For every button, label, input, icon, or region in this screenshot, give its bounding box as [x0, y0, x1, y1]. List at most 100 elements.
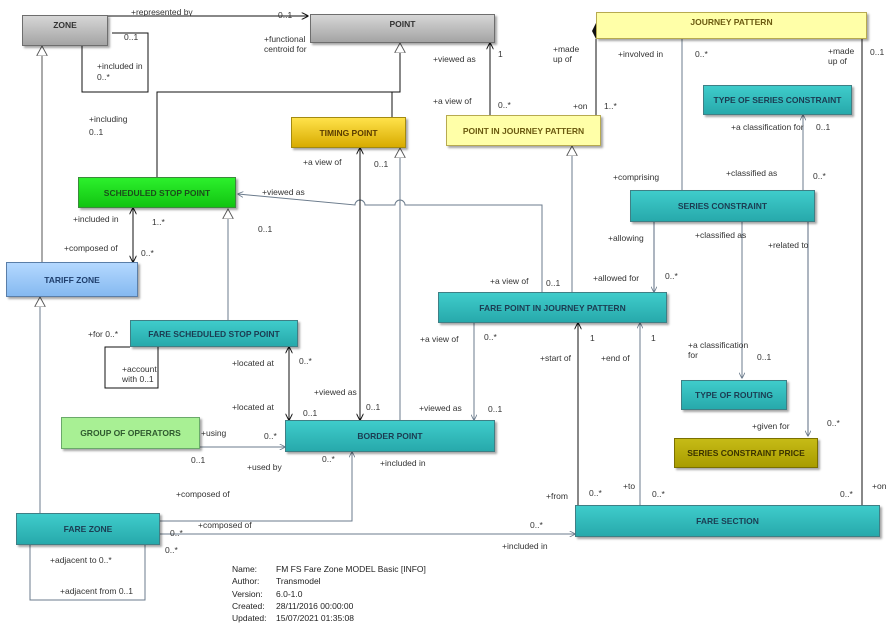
info-row: Author:Transmodel — [232, 575, 426, 587]
label-mult: 0..1 — [870, 47, 885, 57]
label-mult: 0..1 — [366, 402, 381, 412]
label-allowing: +allowing — [608, 233, 644, 243]
label-mult: 1..* — [604, 101, 617, 111]
label-end-of: +end of — [601, 353, 630, 363]
point-box[interactable]: POINT — [310, 14, 495, 43]
label-account-with: +account with 0..1 — [122, 364, 157, 384]
label-mult: 0..* — [264, 431, 277, 441]
label-viewed-as: +viewed as — [314, 387, 357, 397]
journey-pattern-box[interactable]: JOURNEY PATTERN — [596, 12, 867, 39]
label-mult: 0..* — [665, 271, 678, 281]
label-mult: 0..* — [652, 489, 665, 499]
info-key: Updated: — [232, 613, 267, 624]
label-mult: 0..1 — [278, 10, 293, 20]
label-mult: 0..1 — [816, 122, 831, 132]
label-mult: 0..1 — [757, 352, 772, 362]
label-mult: 1..* — [152, 217, 165, 227]
info-row: Name: FM FS Fare Zone MODEL Basic [INFO] — [232, 563, 426, 575]
type-of-series-constraint-box[interactable]: TYPE OF SERIES CONSTRAINT — [703, 85, 852, 115]
group-of-operators-box[interactable]: GROUP OF OPERATORS — [61, 417, 200, 449]
tariff-zone-box[interactable]: TARIFF ZONE — [6, 262, 138, 297]
point-in-journey-pattern-box[interactable]: POINT IN JOURNEY PATTERN — [446, 115, 601, 146]
label-mult: 0..* — [695, 49, 708, 59]
fare-scheduled-stop-point-box[interactable]: FARE SCHEDULED STOP POINT — [130, 320, 298, 347]
label-for: +for 0..* — [88, 329, 119, 339]
label-mult: 0..* — [165, 545, 178, 555]
label-functional-centroid-for: +functional centroid for — [264, 34, 307, 54]
label-viewed-as: +viewed as — [262, 187, 305, 197]
info-row: Created:28/11/2016 00:00:00 — [232, 600, 426, 612]
label-mult: 0..* — [97, 72, 110, 82]
label-using: +using — [201, 428, 227, 438]
label-mult: 1 — [651, 333, 656, 343]
label-allowed-for: +allowed for — [593, 273, 640, 283]
label-mult: 0..1 — [89, 127, 104, 137]
scheduled-stop-point-box[interactable]: SCHEDULED STOP POINT — [78, 177, 236, 208]
label-on: +on — [872, 481, 887, 491]
label-composed-of: +composed of — [64, 243, 118, 253]
info-value: 6.0-1.0 — [276, 588, 303, 599]
label-given-for: +given for — [752, 421, 790, 431]
label-mult: 0..1 — [488, 404, 503, 414]
series-constraint-box[interactable]: SERIES CONSTRAINT — [630, 190, 815, 222]
label-adjacent-to: +adjacent to 0..* — [50, 555, 112, 565]
label-mult: 0..* — [498, 100, 511, 110]
fare-section-box[interactable]: FARE SECTION — [575, 505, 880, 537]
label-mult: 0..* — [322, 454, 335, 464]
label-mult: 0..* — [141, 248, 154, 258]
label-mult: 0..1 — [546, 278, 561, 288]
fare-zone-box[interactable]: FARE ZONE — [16, 513, 160, 545]
label-adjacent-from: +adjacent from 0..1 — [60, 586, 134, 596]
label-made-up-of: +made up of — [553, 44, 580, 64]
label-viewed-as: +viewed as — [433, 54, 476, 64]
label-a-view-of: +a view of — [303, 157, 342, 167]
label-comprising: +comprising — [613, 172, 660, 182]
info-row: Updated: 15/07/2021 01:35:08 — [232, 612, 426, 624]
label-mult: 1 — [498, 49, 503, 59]
info-key: Version: — [232, 588, 263, 599]
label-mult: 0..* — [827, 418, 840, 428]
label-made-up-of: +made up of — [828, 46, 855, 66]
label-a-classification-for: +a classification for — [688, 340, 749, 360]
label-classified-as: +classified as — [695, 230, 747, 240]
label-a-view-of: +a view of — [433, 96, 472, 106]
label-composed-of: +composed of — [198, 520, 252, 530]
info-value: Transmodel — [276, 576, 321, 587]
label-from: +from — [546, 491, 568, 501]
label-located-at: +located at — [232, 358, 274, 368]
label-mult: 0..* — [589, 488, 602, 498]
diagram-info: Name:FM FS Fare Zone MODEL Basic [INFO] … — [232, 563, 426, 624]
label-mult: 0..* — [170, 528, 183, 538]
label-included-in: +included in — [97, 61, 143, 71]
label-mult: 0..1 — [124, 32, 139, 42]
label-related-to: +related to — [768, 240, 809, 250]
border-point-box[interactable]: BORDER POINT — [285, 420, 495, 452]
label-including: +including — [89, 114, 128, 124]
timing-point-box[interactable]: TIMING POINT — [291, 117, 406, 148]
label-mult: 0..* — [299, 356, 312, 366]
info-value: FM FS Fare Zone MODEL Basic [INFO] — [276, 564, 426, 574]
label-to: +to — [623, 481, 636, 491]
label-on: +on — [573, 101, 588, 111]
label-composed-of: +composed of — [176, 489, 230, 499]
label-viewed-as: +viewed as — [419, 403, 462, 413]
label-mult: 0..* — [484, 332, 497, 342]
info-row: Version: 6.0-1.0 — [232, 588, 426, 600]
label-mult: 0..* — [530, 520, 543, 530]
type-of-routing-box[interactable]: TYPE OF ROUTING — [681, 380, 787, 410]
fare-point-in-journey-pattern-box[interactable]: FARE POINT IN JOURNEY PATTERN — [438, 292, 667, 323]
label-mult: 0..1 — [191, 455, 206, 465]
label-mult: 0..1 — [374, 159, 389, 169]
label-represented-by: +represented by — [131, 7, 193, 17]
label-classified-as: +classified as — [726, 168, 778, 178]
info-value: 15/07/2021 01:35:08 — [276, 613, 354, 624]
label-included-in: +included in — [73, 214, 119, 224]
zone-box[interactable]: ZONE — [22, 15, 108, 46]
label-mult: 0..1 — [258, 224, 273, 234]
label-a-view-of: +a view of — [420, 334, 459, 344]
info-key: Name: — [232, 564, 258, 574]
info-value: 28/11/2016 00:00:00 — [276, 600, 354, 611]
series-constraint-price-box[interactable]: SERIES CONSTRAINT PRICE — [674, 438, 818, 468]
label-used-by: +used by — [247, 462, 282, 472]
